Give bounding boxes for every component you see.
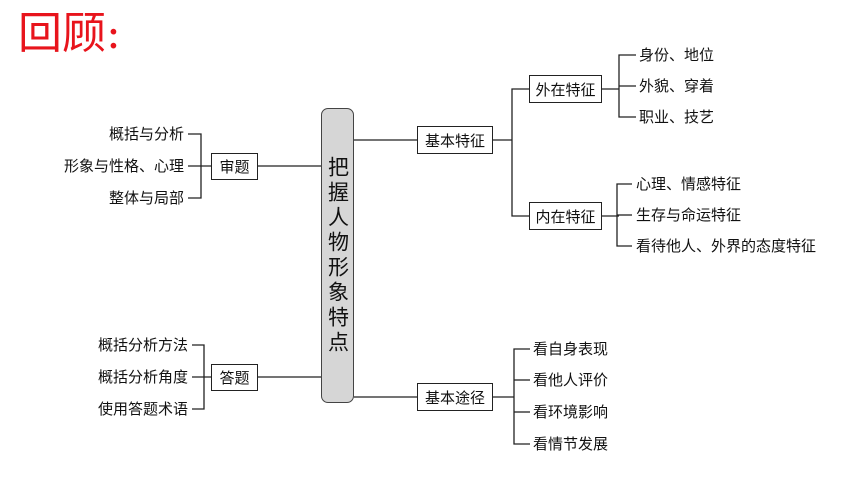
tujing-item-3: 看环境影响 bbox=[533, 403, 609, 421]
tujing-item-1: 看自身表现 bbox=[533, 340, 609, 358]
shenti-box: 审题 bbox=[211, 153, 258, 180]
shenti-item-1: 概括与分析 bbox=[108, 125, 184, 143]
jibentezheng-label: 基本特征 bbox=[424, 131, 485, 150]
jibentezheng-box: 基本特征 bbox=[417, 126, 493, 154]
neizai-item-1: 心理、情感特征 bbox=[636, 175, 742, 193]
waizaitezheng-box: 外在特征 bbox=[529, 75, 602, 103]
center-topic-box: 把握人物形象特点 bbox=[321, 108, 354, 403]
neizai-item-2: 生存与命运特征 bbox=[636, 206, 742, 224]
shenti-item-2: 形象与性格、心理 bbox=[63, 157, 184, 175]
neizai-item-3: 看待他人、外界的态度特征 bbox=[636, 237, 817, 255]
shenti-item-3: 整体与局部 bbox=[108, 189, 184, 207]
jibentujing-box: 基本途径 bbox=[417, 383, 493, 411]
dati-item-3: 使用答题术语 bbox=[97, 400, 188, 418]
waizaitezheng-label: 外在特征 bbox=[535, 80, 596, 99]
tujing-item-2: 看他人评价 bbox=[533, 371, 609, 389]
dati-item-1: 概括分析方法 bbox=[97, 336, 188, 354]
neizaitezheng-label: 内在特征 bbox=[535, 207, 596, 226]
waizai-item-1: 身份、地位 bbox=[639, 46, 715, 64]
shenti-label: 审题 bbox=[219, 158, 250, 176]
dati-item-2: 概括分析角度 bbox=[97, 368, 188, 386]
tujing-item-4: 看情节发展 bbox=[533, 435, 609, 453]
page-title: 回顾: bbox=[18, 8, 121, 59]
neizaitezheng-box: 内在特征 bbox=[529, 202, 602, 230]
waizai-item-3: 职业、技艺 bbox=[639, 108, 715, 126]
jibentujing-label: 基本途径 bbox=[424, 388, 485, 407]
dati-box: 答题 bbox=[211, 364, 258, 391]
dati-label: 答题 bbox=[219, 369, 250, 387]
waizai-item-2: 外貌、穿着 bbox=[639, 77, 715, 95]
center-topic-label: 把握人物形象特点 bbox=[325, 155, 350, 356]
